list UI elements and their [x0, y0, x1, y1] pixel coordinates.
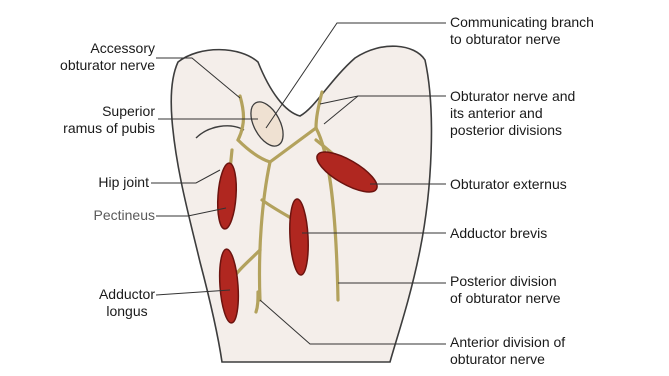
label-obturator-nerve-divisions: Obturator nerve and its anterior and pos… — [450, 88, 575, 139]
label-anterior-division: Anterior division of obturator nerve — [450, 334, 565, 368]
label-line: Obturator nerve and — [450, 88, 575, 105]
label-line: Adductor — [99, 286, 155, 303]
label-communicating-branch: Communicating branch to obturator nerve — [450, 14, 594, 48]
label-line: Accessory — [60, 40, 155, 57]
label-pectineus: Pectineus — [94, 207, 155, 224]
label-line: its anterior and — [450, 105, 575, 122]
label-line: Superior — [63, 103, 155, 120]
label-line: Obturator externus — [450, 176, 567, 193]
label-adductor-brevis: Adductor brevis — [450, 225, 547, 242]
label-posterior-division: Posterior division of obturator nerve — [450, 273, 561, 307]
label-line: ramus of pubis — [63, 120, 155, 137]
label-line: Adductor brevis — [450, 225, 547, 242]
label-adductor-longus: Adductor longus — [99, 286, 155, 320]
label-line: of obturator nerve — [450, 290, 561, 307]
label-hip-joint: Hip joint — [98, 174, 149, 191]
label-line: Anterior division of — [450, 334, 565, 351]
label-accessory-obturator-nerve: Accessory obturator nerve — [60, 40, 155, 74]
label-obturator-externus: Obturator externus — [450, 176, 567, 193]
label-line: obturator nerve — [60, 57, 155, 74]
label-line: Pectineus — [94, 207, 155, 224]
label-superior-ramus-of-pubis: Superior ramus of pubis — [63, 103, 155, 137]
label-line: obturator nerve — [450, 351, 565, 368]
label-line: Hip joint — [98, 174, 149, 191]
label-line: longus — [99, 303, 155, 320]
label-line: Communicating branch — [450, 14, 594, 31]
label-line: posterior divisions — [450, 122, 575, 139]
label-line: to obturator nerve — [450, 31, 594, 48]
label-line: Posterior division — [450, 273, 561, 290]
